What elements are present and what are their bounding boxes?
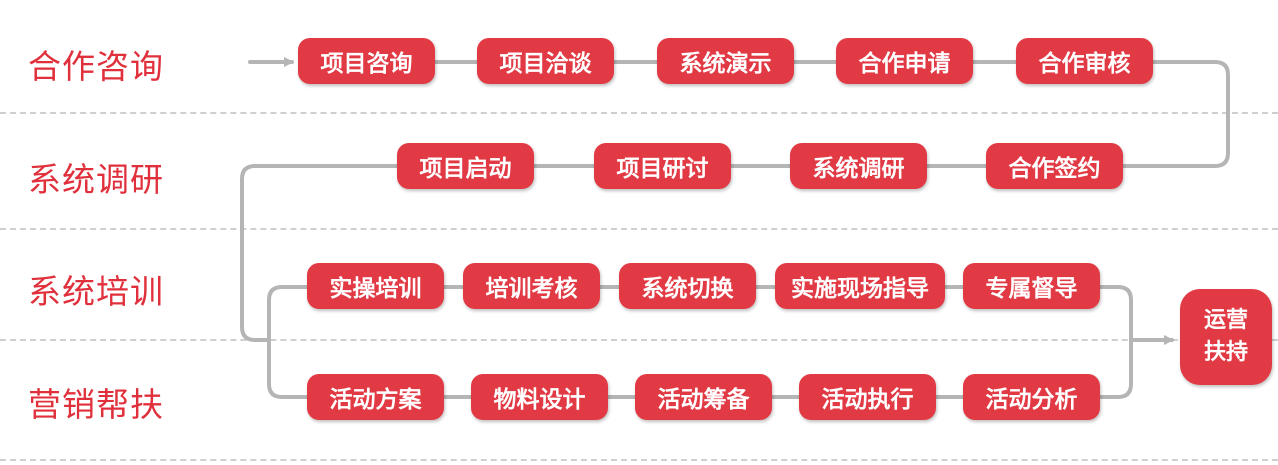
step-cooperation-application: 合作申请 (836, 38, 973, 84)
row-label-training: 系统培训 (28, 272, 164, 311)
step-project-discussion: 项目研讨 (594, 143, 731, 189)
row1-connector (240, 60, 1230, 342)
step-system-switch: 系统切换 (619, 263, 756, 309)
branch-top-connector (253, 285, 1133, 342)
step-cooperation-review: 合作审核 (1016, 38, 1153, 84)
row-separator (0, 459, 1278, 461)
step-project-negotiation: 项目洽谈 (477, 38, 614, 84)
step-campaign-plan: 活动方案 (307, 374, 444, 420)
step-training-assessment: 培训考核 (463, 263, 600, 309)
row-label-research: 系统调研 (28, 160, 164, 199)
step-cooperation-signing: 合作签约 (986, 143, 1123, 189)
step-project-launch: 项目启动 (397, 143, 534, 189)
step-material-design: 物料设计 (471, 374, 608, 420)
final-label-line1: 运营 (1203, 308, 1248, 333)
final-label-line2: 扶持 (1203, 340, 1248, 365)
step-campaign-analysis: 活动分析 (963, 374, 1100, 420)
step-campaign-preparation: 活动筹备 (635, 374, 772, 420)
row-label-marketing: 营销帮扶 (28, 385, 164, 424)
step-dedicated-supervision: 专属督导 (963, 263, 1100, 309)
step-system-demo: 系统演示 (657, 38, 794, 84)
row-separator (0, 339, 1278, 341)
row-separator (0, 228, 1278, 230)
step-campaign-execution: 活动执行 (799, 374, 936, 420)
row-label-consult: 合作咨询 (28, 47, 164, 86)
step-onsite-guidance: 实施现场指导 (775, 263, 945, 309)
step-system-research: 系统调研 (790, 143, 927, 189)
branch-bottom-connector (253, 338, 1133, 399)
final-operation-support: 运营 扶持 (1180, 289, 1272, 385)
step-hands-on-training: 实操培训 (307, 263, 444, 309)
step-project-consult: 项目咨询 (298, 38, 435, 84)
row-separator (0, 112, 1278, 114)
